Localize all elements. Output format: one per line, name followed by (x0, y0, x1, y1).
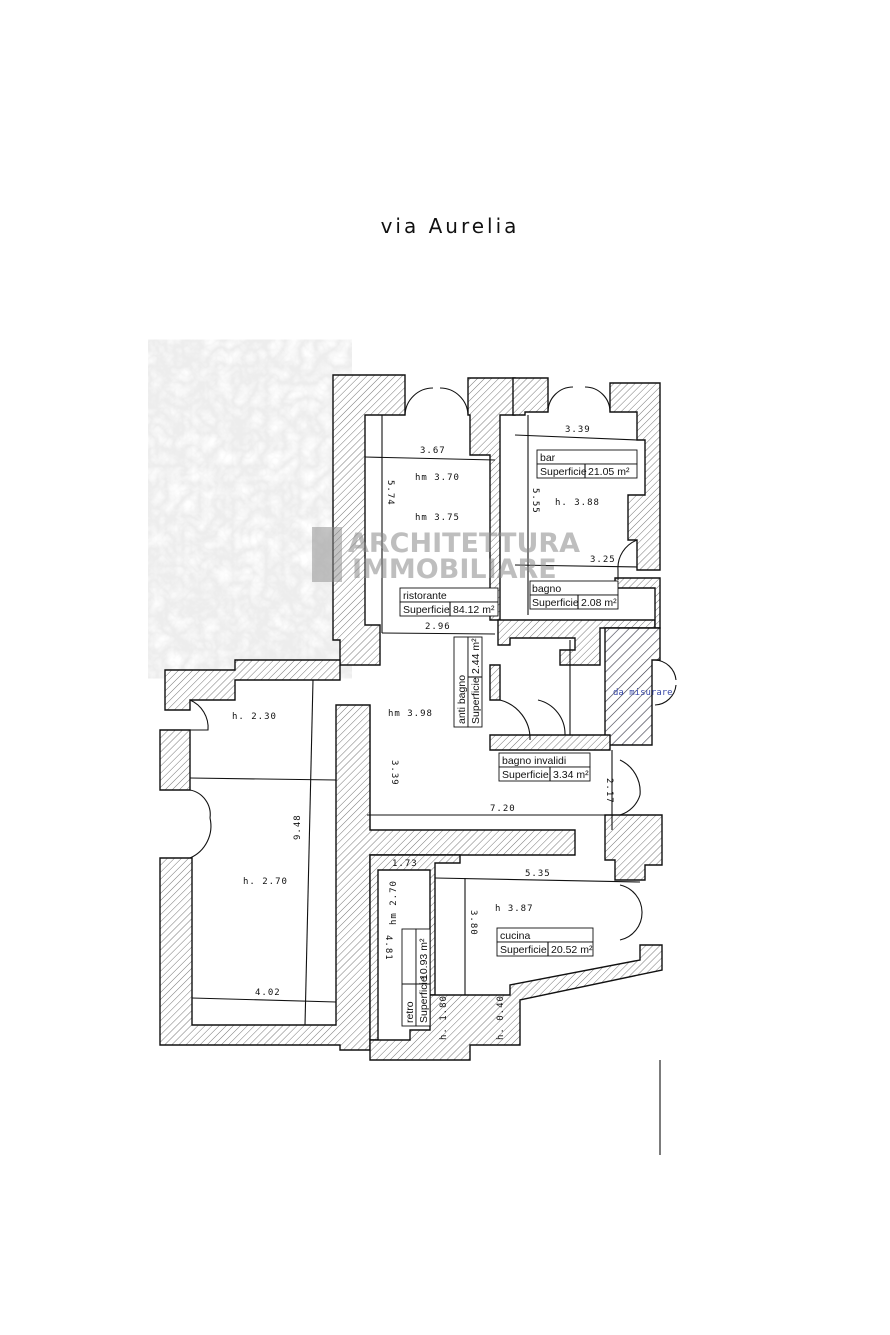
dim-label: 2.96 (425, 622, 451, 632)
svg-text:IMMOBILIARE: IMMOBILIARE (352, 554, 557, 585)
svg-text:2.44 m²: 2.44 m² (470, 638, 482, 674)
svg-text:bagno: bagno (532, 583, 561, 595)
walls (159, 374, 663, 1061)
svg-text:Superficie: Superficie (418, 976, 430, 1023)
svg-text:2.08 m²: 2.08 m² (581, 597, 617, 609)
room-label-bar: bar Superficie 21.05 m² (536, 449, 638, 479)
dim-label: 3.80 (468, 910, 478, 936)
svg-text:Superficie: Superficie (470, 677, 482, 724)
dim-label: 5.55 (530, 488, 540, 514)
svg-text:Superficie: Superficie (502, 769, 549, 781)
height-label: h 3.87 (495, 904, 534, 914)
dim-label: 7.20 (490, 804, 516, 814)
svg-text:21.05 m²: 21.05 m² (588, 466, 630, 478)
street-name: via Aurelia (381, 214, 520, 238)
dim-label: 3.25 (590, 555, 616, 565)
doors (189, 386, 677, 1155)
room-label-anti-bagno: anti bagno Superficie 2.44 m² (453, 636, 483, 728)
svg-text:Superficie: Superficie (500, 944, 547, 956)
svg-text:ristorante: ristorante (403, 590, 447, 602)
svg-text:anti bagno: anti bagno (456, 675, 468, 724)
height-label: h. 2.30 (232, 712, 277, 722)
height-label: h. 1.80 (439, 995, 449, 1040)
room-label-bagno-invalidi: bagno invalidi Superficie 3.34 m² (498, 752, 591, 782)
dimension-lines (191, 415, 641, 1026)
height-label: h. 3.88 (555, 498, 600, 508)
room-label-ristorante: ristorante Superficie 84.12 m² (399, 587, 499, 617)
svg-text:Superficie: Superficie (532, 597, 579, 609)
room-label-bagno: bagno Superficie 2.08 m² (529, 580, 619, 610)
dimension-labels: 3.67 5.74 2.96 3.39 5.55 3.25 3.39 7.20 … (255, 425, 616, 998)
dim-label: 5.74 (385, 480, 395, 506)
to-measure-note: da misurare (613, 688, 673, 698)
dim-label: 5.35 (525, 869, 551, 879)
svg-text:bar: bar (540, 452, 556, 464)
svg-text:84.12 m²: 84.12 m² (453, 604, 495, 616)
courtyard-texture (165, 368, 335, 650)
svg-text:Superficie: Superficie (403, 604, 450, 616)
height-label: h. 0.40 (496, 995, 506, 1040)
height-label: hm 3.70 (415, 473, 460, 483)
dim-label: 4.81 (383, 935, 393, 961)
height-labels: hm 3.70 hm 3.75 hm 3.98 h. 3.88 h. 2.30 … (232, 473, 600, 1040)
dim-label: 2.17 (604, 778, 614, 804)
svg-text:cucina: cucina (500, 930, 531, 942)
dim-label: 9.48 (293, 814, 303, 840)
dim-label: 3.39 (565, 425, 591, 435)
room-label-retro: retro Superficie 10.93 m² (401, 928, 431, 1027)
height-label: hm 2.70 (389, 880, 399, 925)
height-label: hm 3.75 (415, 513, 460, 523)
svg-text:retro: retro (404, 1001, 416, 1023)
room-label-cucina: cucina Superficie 20.52 m² (496, 927, 594, 957)
dim-label: 3.39 (389, 760, 399, 786)
dim-label: 4.02 (255, 988, 281, 998)
svg-text:10.93 m²: 10.93 m² (418, 938, 430, 980)
height-label: h. 2.70 (243, 877, 288, 887)
svg-text:bagno invalidi: bagno invalidi (502, 755, 566, 767)
svg-text:Superficie: Superficie (540, 466, 587, 478)
svg-text:ARCHITETTURA: ARCHITETTURA (348, 528, 580, 559)
height-label: hm 3.98 (388, 709, 433, 719)
dim-label: 1.73 (392, 859, 418, 869)
svg-text:3.34 m²: 3.34 m² (553, 769, 589, 781)
dim-label: 3.67 (420, 446, 446, 456)
watermark: ARCHITETTURA IMMOBILIARE (312, 527, 580, 585)
svg-text:20.52 m²: 20.52 m² (551, 944, 593, 956)
